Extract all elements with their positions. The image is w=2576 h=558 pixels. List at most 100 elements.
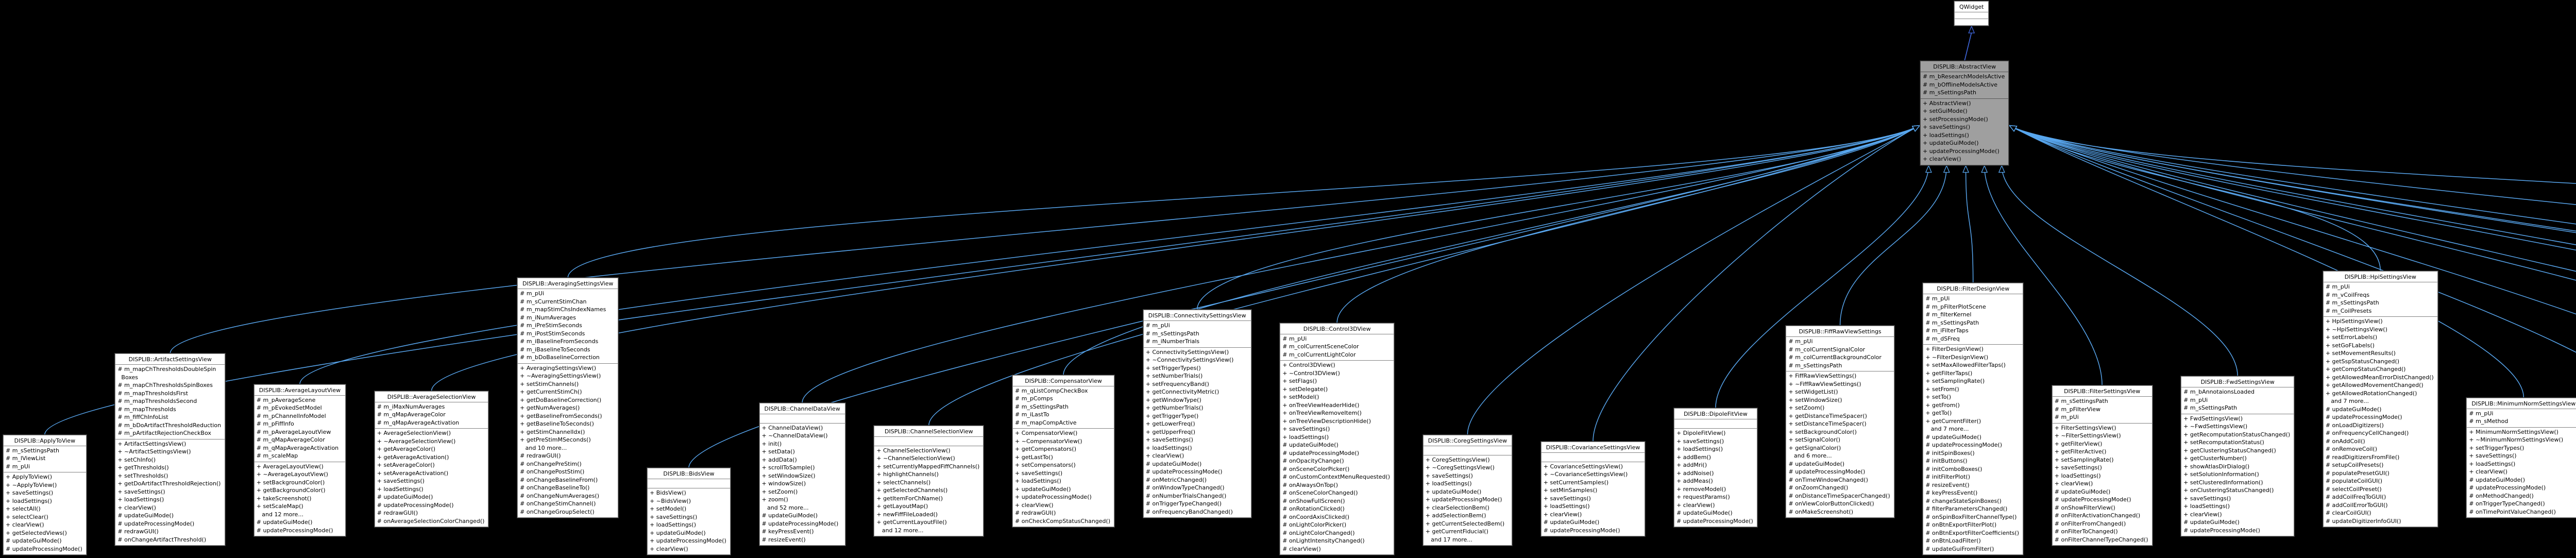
class-method: + getFrom() bbox=[1925, 401, 1960, 409]
class-title[interactable]: DISPLIB::MinimumNormSettingsView bbox=[2467, 398, 2576, 409]
class-method: + setTriggerTypes() bbox=[1145, 364, 1201, 371]
class-method: + setProcessingMode() bbox=[1923, 115, 1988, 123]
class-method: + setZoom() bbox=[761, 488, 798, 495]
class-method: # onTriggerTypeChanged() bbox=[2469, 500, 2545, 507]
class-method: # onTimePointValueChanged() bbox=[2469, 508, 2556, 515]
class-attribute: # m_pFilterView bbox=[2054, 405, 2101, 413]
class-method: # onRemoveCoil() bbox=[2325, 446, 2377, 452]
class-method: + ~ArtifactSettingsView() bbox=[117, 448, 191, 455]
class-method: + getDoArtifactThresholdRejection() bbox=[117, 480, 221, 487]
class-method: + saveSettings() bbox=[1676, 437, 1724, 445]
class-method: + setModel() bbox=[650, 505, 687, 512]
class-method: + getAllowedRotationChanged() bbox=[2325, 390, 2417, 397]
class-title[interactable]: DISPLIB::ArtifactSettingsView bbox=[115, 354, 225, 365]
class-method: + init() bbox=[761, 440, 782, 447]
class-method: # onFrequencyCellChanged() bbox=[2325, 430, 2409, 436]
class-method: + getAllowedMeanErrorDistChanged() bbox=[2325, 374, 2434, 381]
class-method: + setAverageActivation() bbox=[377, 469, 449, 477]
class-methods: + FilterDesignView()+ ~FilterDesignView(… bbox=[1923, 345, 2023, 554]
class-method: + MinimumNormSettingsView() bbox=[2469, 428, 2558, 435]
class-method: + loadSettings() bbox=[1145, 444, 1192, 451]
class-title[interactable]: DISPLIB::AverageLayoutView bbox=[254, 385, 346, 396]
class-method: + ~Control3DView() bbox=[1282, 369, 1340, 377]
class-method: + setClusteredInformation() bbox=[2183, 479, 2263, 486]
class-method: # updateProcessingMode() bbox=[2469, 484, 2546, 491]
class-title[interactable]: DISPLIB::AveragingSettingsView bbox=[518, 278, 618, 289]
class-title[interactable]: DISPLIB::ChannelDataView bbox=[759, 403, 845, 414]
class-attribute: # m_pComps bbox=[1015, 395, 1053, 402]
class-method: + setCompensators() bbox=[1015, 462, 1076, 468]
class-title[interactable]: DISPLIB::FilterSettingsView bbox=[2052, 386, 2152, 397]
class-attribute: # m_pUi bbox=[2469, 410, 2494, 417]
class-attribute: # m_iLastTo bbox=[1015, 411, 1049, 418]
class-title[interactable]: DISPLIB::Control3DView bbox=[1280, 324, 1394, 334]
class-method: # onViewColorButtonClicked() bbox=[1788, 500, 1874, 507]
class-method: + loadSettings() bbox=[377, 485, 423, 493]
class-title[interactable]: DISPLIB::ApplyToView bbox=[4, 435, 86, 446]
class-title[interactable]: DISPLIB::CoregSettingsView bbox=[1423, 435, 1512, 446]
class-method: # updateProcessingMode() bbox=[256, 527, 333, 534]
class-methods: + FiffRawViewSettings()+ ~FiffRawViewSet… bbox=[1786, 371, 1893, 517]
class-attribute: # m_qMapAverageActivation bbox=[256, 444, 339, 451]
class-title[interactable]: DISPLIB::HpiSettingsView bbox=[2323, 272, 2437, 282]
class-method: + selectClear() bbox=[6, 513, 48, 520]
class-attribute: # m_pUi bbox=[2325, 283, 2350, 290]
class-method: # onZoomChanged() bbox=[1788, 484, 1849, 491]
class-title[interactable]: DISPLIB::AverageSelectionView bbox=[375, 392, 488, 402]
class-method: + saveSettings() bbox=[2183, 495, 2231, 502]
class-title[interactable]: DISPLIB::DipoleFitView bbox=[1674, 409, 1757, 419]
class-method: + getDistanceTimeSpacer() bbox=[1788, 412, 1867, 419]
class-method: # updateProcessingMode() bbox=[761, 520, 839, 527]
class-method: + CoregSettingsView() bbox=[1425, 456, 1490, 463]
class-method: + removeModel() bbox=[1676, 485, 1726, 493]
class-method: # onLoadDigitizers() bbox=[2325, 421, 2384, 429]
class-method: + addMeas() bbox=[1676, 478, 1713, 484]
class-method: # updateProcessingMode() bbox=[117, 520, 195, 527]
class-method: + setWindowSize() bbox=[761, 472, 816, 479]
class-attribute: # m_sSettingsPath bbox=[2183, 404, 2238, 411]
class-method: # onChangePreStim() bbox=[520, 460, 582, 467]
class-title[interactable]: DISPLIB::FwdSettingsView bbox=[2181, 377, 2294, 387]
class-title[interactable]: DISPLIB::FiffRawViewSettings bbox=[1786, 326, 1894, 337]
derived-class-box: DISPLIB::ChannelSelectionView+ ChannelSe… bbox=[874, 425, 984, 536]
class-attribute: # m_bDoBaselineCorrection bbox=[520, 354, 600, 361]
class-method: + loadSettings() bbox=[1543, 503, 1590, 510]
class-title[interactable]: DISPLIB::BidsView bbox=[648, 468, 730, 479]
center-class-box: DISPLIB::AbstractView# m_bResearchModeIs… bbox=[1920, 61, 2009, 165]
class-method: # onAddCoil() bbox=[2325, 437, 2365, 445]
derived-class-box: DISPLIB::DipoleFitView+ DipoleFitView()+… bbox=[1674, 408, 1757, 527]
class-method: + getAverageColor() bbox=[377, 446, 436, 452]
class-attribute: # m_scaleMap bbox=[256, 452, 298, 459]
class-title[interactable]: DISPLIB::CovarianceSettingsView bbox=[1541, 442, 1645, 453]
class-method: + setChInfo() bbox=[117, 456, 156, 463]
class-title[interactable]: DISPLIB::ChannelSelectionView bbox=[874, 426, 984, 437]
class-method: + windowSize() bbox=[761, 480, 806, 487]
class-method: + getCurrentFilter() bbox=[1925, 417, 1981, 425]
class-methods: + ChannelDataView()+ ~ChannelDataView()+… bbox=[760, 424, 845, 546]
class-title[interactable]: DISPLIB::FilterDesignView bbox=[1923, 283, 2023, 294]
class-method: # onChangePostStim() bbox=[520, 468, 585, 475]
class-methods: + MinimumNormSettingsView()+ ~MinimumNor… bbox=[2467, 428, 2576, 518]
class-method: + getSelectedViews() bbox=[6, 529, 67, 536]
class-method: # onAverageSelectionColorChanged() bbox=[377, 517, 485, 525]
class-method: + addMri() bbox=[1676, 462, 1707, 468]
class-method: # onMakeScreenshot() bbox=[1788, 508, 1854, 515]
class-method: # updateGuiMode() bbox=[1543, 519, 1600, 526]
class-method: + setScaleMap() bbox=[256, 503, 303, 510]
class-attribute: # m_sCurrentStimChan bbox=[520, 298, 587, 305]
class-method: + setWidgetList() bbox=[1788, 388, 1838, 395]
class-method: + ~ChannelDataView() bbox=[761, 432, 828, 439]
class-method: + setMovementResults() bbox=[2325, 350, 2396, 357]
class-method: + getNumberTrials() bbox=[1145, 404, 1204, 411]
class-method: and 12 more... bbox=[876, 527, 924, 534]
class-attribute: # m_qMapAverageColor bbox=[377, 411, 446, 418]
derived-class-box: DISPLIB::ConnectivitySettingsView# m_pUi… bbox=[1143, 310, 1251, 518]
class-method: + getFilterView() bbox=[2054, 440, 2103, 447]
class-title[interactable]: DISPLIB::CompensatorView bbox=[1013, 376, 1114, 386]
class-title[interactable]: DISPLIB::AbstractView bbox=[1921, 61, 2009, 72]
derived-class-box: DISPLIB::ApplyToView# m_sSettingsPath# m… bbox=[3, 434, 87, 555]
class-title[interactable]: QWidget bbox=[1955, 2, 1989, 12]
class-method: # updateGuiMode() bbox=[1145, 460, 1202, 467]
class-title[interactable]: DISPLIB::ConnectivitySettingsView bbox=[1143, 310, 1251, 321]
class-method: + addBem() bbox=[1676, 453, 1711, 461]
